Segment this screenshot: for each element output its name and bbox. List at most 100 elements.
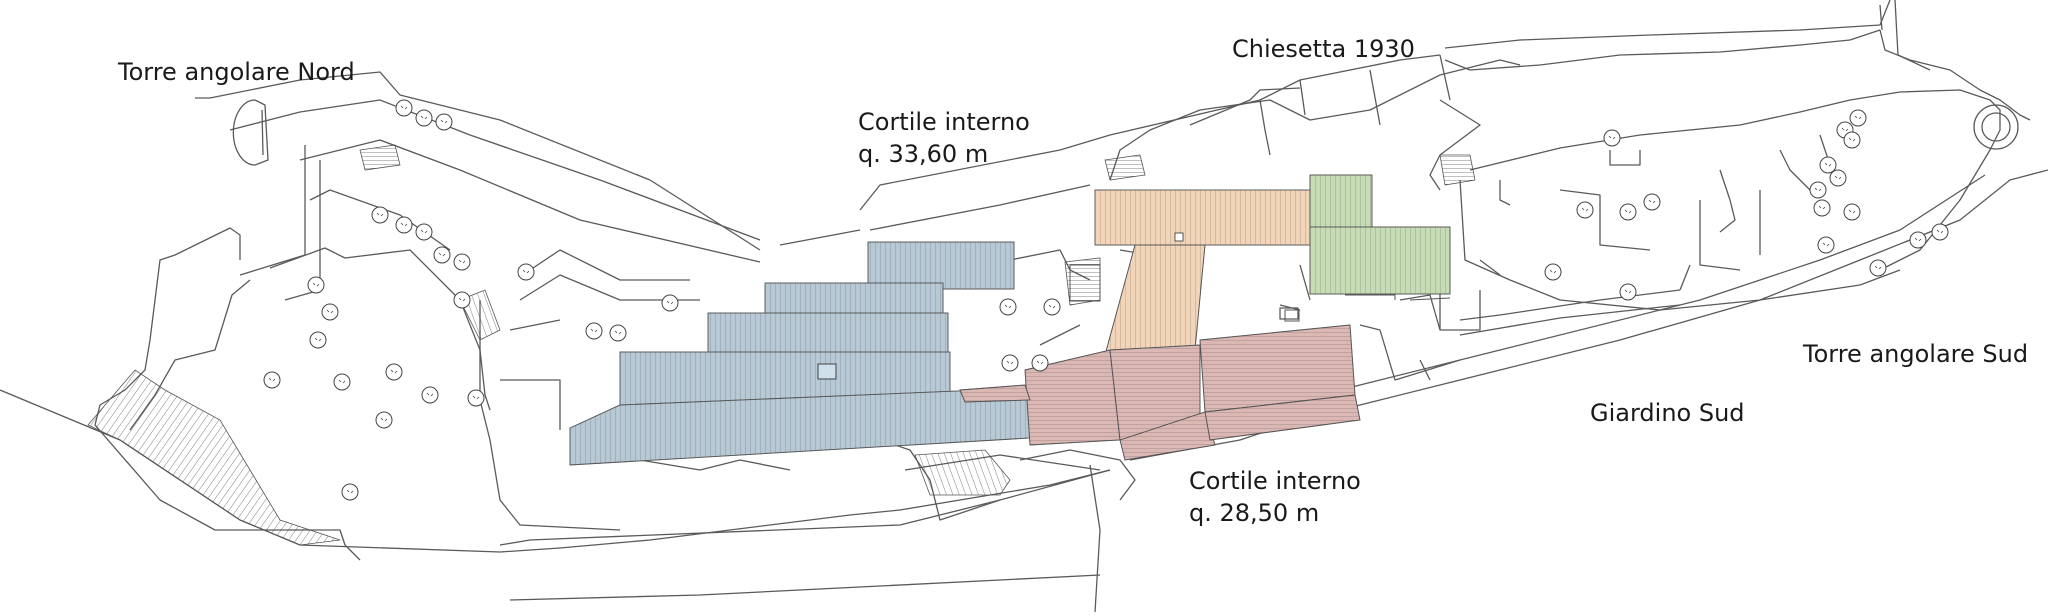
tree-mark [380, 417, 388, 422]
tree-mark [458, 297, 466, 302]
tree-symbol [371, 206, 389, 224]
tree-mark [1814, 187, 1822, 192]
tree-symbol [1619, 283, 1637, 301]
tree-symbol [1813, 199, 1831, 217]
tree-symbol [309, 331, 327, 349]
tree-mark [1624, 289, 1632, 294]
tree-mark [420, 115, 428, 120]
tree-mark [1608, 135, 1616, 140]
tree-mark [1818, 205, 1826, 210]
tree-mark [1824, 162, 1832, 167]
tree-mark [458, 259, 466, 264]
tree-mark [1848, 209, 1856, 214]
tree-mark [400, 222, 408, 227]
label-quota-alto: q. 33,60 m [858, 140, 989, 168]
tree-symbol [375, 411, 393, 429]
tree-symbol [1843, 131, 1861, 149]
tree-symbol [1643, 193, 1661, 211]
tree-symbol [263, 371, 281, 389]
tree-symbol [609, 324, 627, 342]
courtyard-details [1069, 264, 1451, 322]
tree-symbol [1829, 169, 1847, 187]
roof-red-4-hatch [1119, 411, 1216, 461]
tree-symbol [1619, 203, 1637, 221]
tree-symbol [1931, 223, 1949, 241]
tree-mark [1048, 304, 1056, 309]
tree-symbol [435, 113, 453, 131]
roof-blue-1-hatch [867, 241, 1015, 290]
tree-symbol [1031, 354, 1049, 372]
label-giardino-sud: Giardino Sud [1590, 399, 1745, 427]
tree-symbol [467, 389, 485, 407]
tree-mark [522, 269, 530, 274]
tree-mark [1841, 127, 1849, 132]
tree-mark [420, 229, 428, 234]
tree-mark [666, 300, 674, 305]
tree-symbol [453, 291, 471, 309]
tree-mark [1874, 265, 1882, 270]
roofs-orange [1094, 189, 1314, 356]
roof-orange-2-hatch [1104, 244, 1206, 356]
roof-orange-1-hatch [1094, 189, 1314, 246]
tree-symbol [1544, 263, 1562, 281]
skylight [817, 363, 837, 380]
tree-symbol [1043, 298, 1061, 316]
label-torre-angolare-nord: Torre angolare Nord [118, 58, 355, 86]
tree-symbol [1817, 236, 1835, 254]
tree-mark [614, 330, 622, 335]
roof-green-1-hatch [1309, 174, 1373, 229]
tree-mark [376, 212, 384, 217]
tree-symbol [453, 253, 471, 271]
tree-symbol [433, 246, 451, 264]
tree-symbol [1849, 109, 1867, 127]
tree-mark [1648, 199, 1656, 204]
label-cortile-interno-basso: Cortile interno [1189, 467, 1361, 495]
tree-symbol [999, 298, 1017, 316]
roof-green-2-hatch [1309, 226, 1451, 295]
tree-mark [312, 282, 320, 287]
tree-symbol [1576, 201, 1594, 219]
tree-mark [338, 379, 346, 384]
tree-mark [1854, 115, 1862, 120]
tree-symbol [661, 294, 679, 312]
tree-symbol [1843, 203, 1861, 221]
tree-symbol [1603, 129, 1621, 147]
tree-mark [590, 328, 598, 333]
roofs-blue [569, 241, 1031, 466]
tree-mark [326, 309, 334, 314]
tree-symbol [341, 483, 359, 501]
tree-symbol [333, 373, 351, 391]
stair-hatches [87, 144, 1476, 546]
label-cortile-interno-alto: Cortile interno [858, 108, 1030, 136]
tree-symbol [415, 223, 433, 241]
tree-mark [1834, 175, 1842, 180]
tree-mark [400, 105, 408, 110]
roofs-green [1309, 174, 1451, 295]
tree-symbol [307, 276, 325, 294]
tree-symbol [395, 216, 413, 234]
tree-symbol [421, 386, 439, 404]
tree-mark [426, 392, 434, 397]
tree-symbol [395, 99, 413, 117]
tree-symbol [517, 263, 535, 281]
tree-symbol [1869, 259, 1887, 277]
tree-symbol [321, 303, 339, 321]
tree-mark [1848, 137, 1856, 142]
roof-red-5-hatch [1204, 394, 1361, 441]
roof-red-6-hatch [959, 384, 1031, 403]
tree-symbol [585, 322, 603, 340]
tree-mark [268, 377, 276, 382]
tree-mark [1936, 229, 1944, 234]
tree-mark [1624, 209, 1632, 214]
trees [263, 99, 1949, 501]
tree-mark [440, 119, 448, 124]
tree-mark [1822, 242, 1830, 247]
tree-mark [1914, 237, 1922, 242]
tree-mark [314, 337, 322, 342]
tree-mark [1006, 360, 1014, 365]
label-torre-angolare-sud: Torre angolare Sud [1803, 340, 2029, 368]
tree-symbol [1819, 156, 1837, 174]
